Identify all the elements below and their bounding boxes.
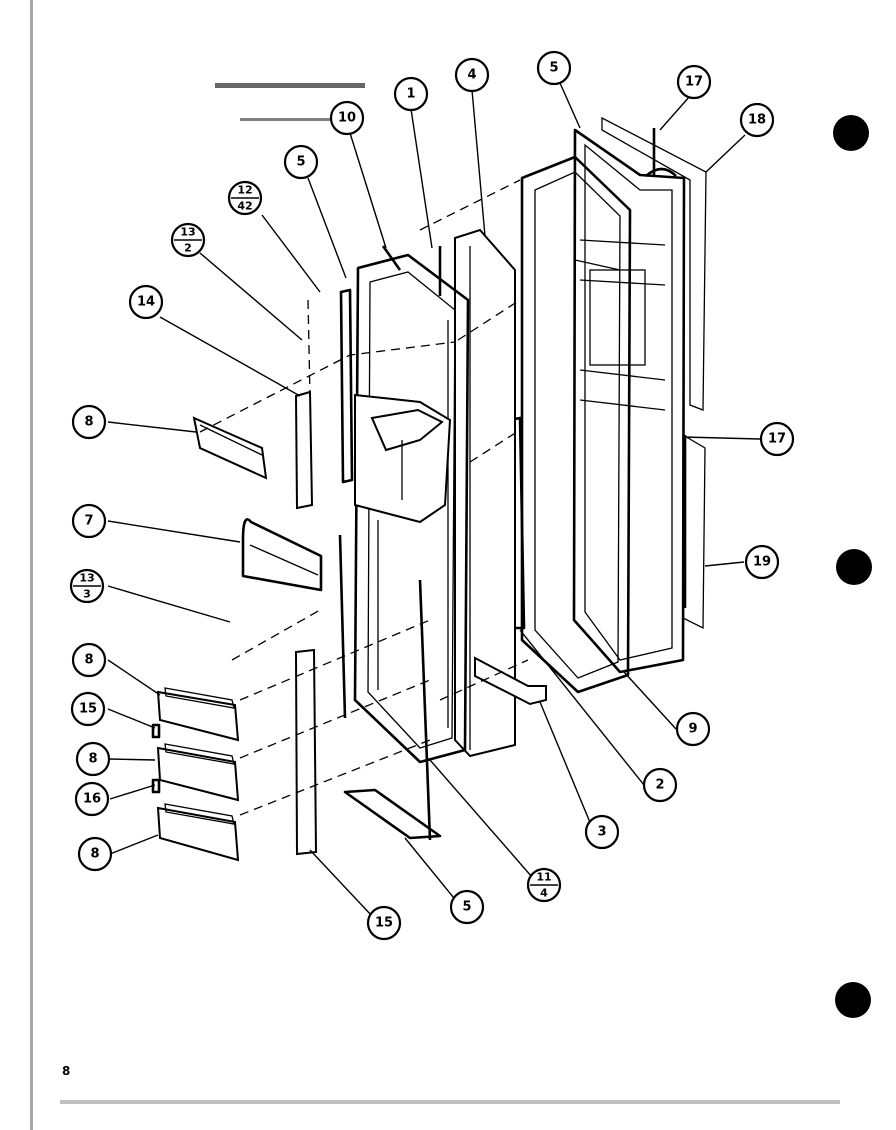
- callout-label: 17: [768, 432, 786, 447]
- part-trim-14: [294, 390, 314, 510]
- callout-label: 10: [338, 111, 356, 126]
- callout-label: 8: [84, 653, 93, 668]
- callout-2: 2: [642, 767, 678, 803]
- punch-hole-top: [833, 115, 869, 151]
- callout-14: 14: [128, 284, 164, 320]
- callout-5-door-frame: 5: [536, 50, 572, 86]
- callout-label: 8: [88, 752, 97, 767]
- callout-label-bottom: 3: [83, 588, 91, 601]
- callout-label: 8: [90, 847, 99, 862]
- callout-16: 16: [74, 781, 110, 817]
- callout-label: 18: [748, 113, 766, 128]
- callout-9: 9: [675, 711, 711, 747]
- punch-hole-middle: [836, 549, 872, 585]
- callout-4: 4: [454, 57, 490, 93]
- callout-5-trim: 5: [283, 144, 319, 180]
- noise-bar-right: [30, 0, 33, 1130]
- callout-label: 7: [84, 514, 93, 529]
- callout-label-top: 11: [536, 871, 551, 884]
- callout-1: 1: [393, 76, 429, 112]
- part-dispenser-housing: [354, 393, 452, 524]
- part-trim-15: [294, 648, 318, 856]
- callout-5-bottom: 5: [449, 889, 485, 925]
- alignment-lines: [199, 179, 529, 816]
- callout-label-top: 13: [79, 572, 94, 585]
- part-trim-strip-5-bottom: [343, 788, 442, 840]
- part-trim-strip-5-left: [339, 288, 354, 484]
- part-shelf-7: [241, 518, 323, 592]
- callout-label: 5: [296, 155, 305, 170]
- callout-label: 14: [137, 295, 155, 310]
- callout-label: 8: [84, 415, 93, 430]
- callout-label: 5: [549, 61, 558, 76]
- callout-label: 3: [597, 825, 606, 840]
- callout-label: 17: [685, 75, 703, 90]
- punch-hole-bottom: [835, 982, 871, 1018]
- part-panel-19: [682, 433, 706, 630]
- callout-label: 1: [406, 87, 415, 102]
- callout-13-2: 13 2: [170, 222, 206, 258]
- parts-drawing: [151, 116, 707, 862]
- callout-15-clip: 15: [70, 691, 106, 727]
- callout-12-42: 12 42: [227, 180, 263, 216]
- callout-8-bin-2: 8: [75, 741, 111, 777]
- callout-7: 7: [71, 503, 107, 539]
- part-door-frame: [572, 128, 686, 674]
- callout-label-top: 13: [180, 226, 195, 239]
- callout-label-bottom: 4: [540, 887, 548, 900]
- callout-8-bin-3: 8: [77, 836, 113, 872]
- callout-label-bottom: 42: [237, 200, 252, 213]
- callout-15-trim: 15: [366, 905, 402, 941]
- part-bins-stack: [151, 687, 240, 862]
- callout-17-hinge: 17: [676, 64, 712, 100]
- part-door-liner: [353, 245, 470, 764]
- callout-11-4: 11 4: [526, 867, 562, 903]
- noise-streak-top: [215, 83, 365, 88]
- callout-label-top: 12: [237, 184, 252, 197]
- page-number: 8: [62, 1064, 71, 1078]
- part-cover-panel-4: [454, 228, 516, 758]
- callout-17-trim: 17: [759, 421, 795, 457]
- callout-label: 9: [688, 722, 697, 737]
- callout-10: 10: [329, 100, 365, 136]
- noise-streak-top2: [240, 118, 330, 121]
- callout-label: 2: [655, 778, 664, 793]
- callout-label: 15: [375, 916, 393, 931]
- leader-lines: [107, 82, 761, 917]
- part-trim-strip-11: [418, 579, 432, 841]
- part-trim-strip-inner: [338, 534, 347, 719]
- callout-label: 5: [462, 900, 471, 915]
- callout-19: 19: [744, 544, 780, 580]
- callout-label: 16: [83, 792, 101, 807]
- callout-18: 18: [739, 102, 775, 138]
- scan-artifacts: [30, 0, 872, 1130]
- part-hinge-cap: [645, 167, 677, 178]
- callout-8-top-bin: 8: [71, 404, 107, 440]
- callout-label: 4: [467, 68, 476, 83]
- callout-label: 19: [753, 555, 771, 570]
- part-bin-8-top: [192, 416, 268, 480]
- callout-8-bin-1: 8: [71, 642, 107, 678]
- callout-13-3: 13 3: [69, 568, 105, 604]
- callout-3: 3: [584, 814, 620, 850]
- noise-bar-bottom: [60, 1100, 840, 1104]
- callout-label: 15: [79, 702, 97, 717]
- part-bottom-rail-3: [474, 656, 547, 706]
- callout-label-bottom: 2: [184, 242, 192, 255]
